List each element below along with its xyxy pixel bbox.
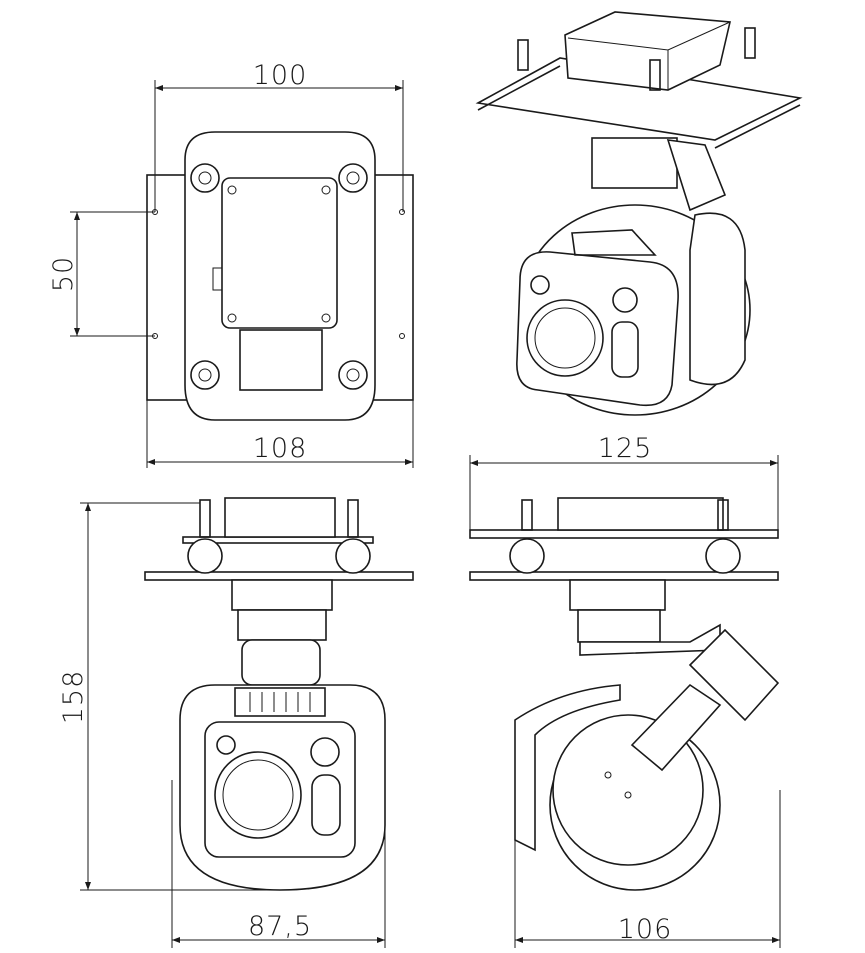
side-damper xyxy=(509,538,545,574)
front-main-lens xyxy=(214,751,302,839)
gimbal-motor xyxy=(239,329,323,391)
dim-top-width: 100 xyxy=(253,60,308,91)
front-ir-lens xyxy=(311,774,341,836)
iso-sensor xyxy=(530,275,550,295)
side-motor-housing xyxy=(569,579,666,611)
dim-front-width: 87,5 xyxy=(248,911,312,942)
front-motor-housing xyxy=(231,579,333,611)
damper-ball xyxy=(338,163,368,193)
control-box xyxy=(221,177,338,329)
front-damper xyxy=(335,538,371,574)
front-plate-bottom xyxy=(144,571,414,581)
dim-plate-width: 108 xyxy=(253,433,308,464)
front-sensor xyxy=(216,735,236,755)
iso-ir-lens xyxy=(611,321,639,378)
side-plate-bottom xyxy=(469,571,779,581)
dim-hole-spacing: 50 xyxy=(48,256,79,292)
dim-side-plate-width: 125 xyxy=(598,433,653,464)
iso-side-motor xyxy=(689,212,746,386)
front-vent xyxy=(234,687,326,717)
dim-side-width: 106 xyxy=(618,914,673,945)
iso-damper xyxy=(517,39,529,71)
front-control-box xyxy=(224,497,336,538)
side-view xyxy=(469,497,780,891)
front-yaw-motor xyxy=(237,609,327,641)
damper-ball xyxy=(338,360,368,390)
iso-control-box xyxy=(564,11,731,91)
side-shroud xyxy=(514,684,621,852)
front-rangefinder xyxy=(310,737,340,767)
iso-arm xyxy=(666,139,727,212)
iso-damper xyxy=(744,27,756,59)
iso-camera-face xyxy=(516,251,679,407)
damper-ball xyxy=(190,360,220,390)
iso-motor xyxy=(591,137,678,189)
dim-total-height: 158 xyxy=(58,670,89,725)
side-control-box xyxy=(557,497,724,531)
front-damper xyxy=(187,538,223,574)
isometric-view xyxy=(475,11,803,416)
iso-plate-top xyxy=(475,57,803,141)
front-view xyxy=(144,497,414,891)
iso-damper xyxy=(649,59,661,91)
side-plate-top xyxy=(469,529,779,539)
damper-ball xyxy=(190,163,220,193)
side-damper xyxy=(705,538,741,574)
top-view xyxy=(146,131,414,421)
iso-main-lens xyxy=(526,299,604,377)
front-camera-face xyxy=(204,721,356,858)
side-roll-motor xyxy=(688,628,780,722)
side-yaw-motor xyxy=(577,609,661,643)
iso-vent xyxy=(571,229,657,256)
front-arm xyxy=(241,639,321,686)
side-roll-arm xyxy=(630,683,722,772)
dimension-lines xyxy=(70,80,781,948)
iso-rangefinder xyxy=(612,287,638,313)
